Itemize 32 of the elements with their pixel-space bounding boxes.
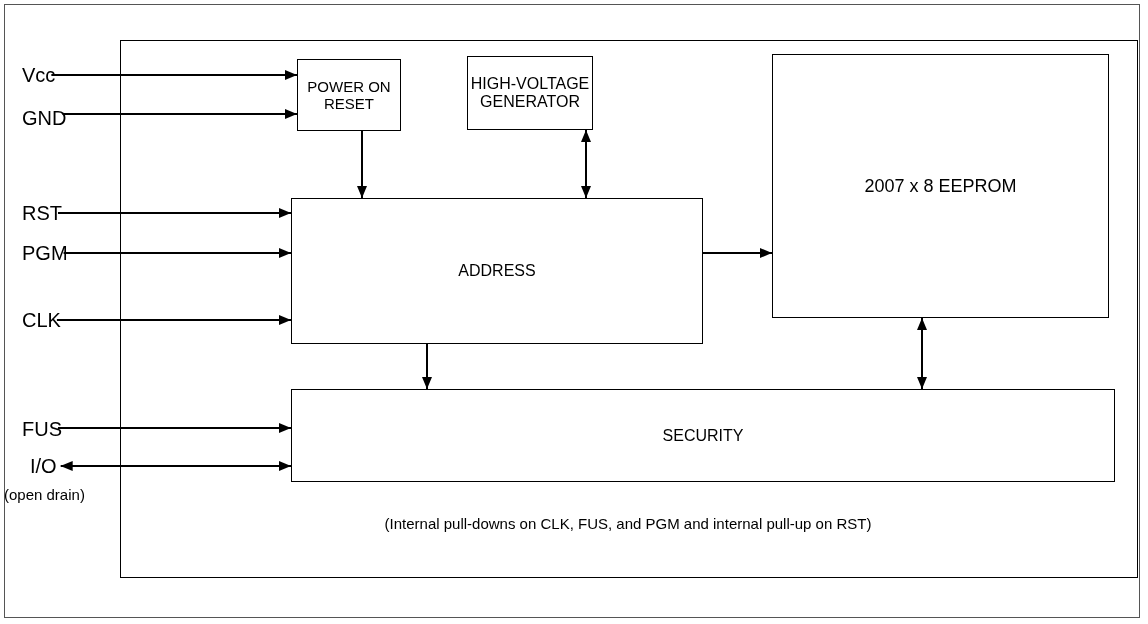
block-box <box>291 198 703 344</box>
arrow <box>581 129 591 199</box>
block-label: 2007 x 8 EEPROM <box>864 175 1017 197</box>
block-label: HIGH-VOLTAGE GENERATOR <box>469 75 591 111</box>
block-label: POWER ON RESET <box>306 78 392 112</box>
block-box <box>291 389 1115 482</box>
arrow <box>59 461 292 471</box>
arrow <box>57 423 292 433</box>
chip-outline <box>120 40 1138 578</box>
arrow <box>917 317 927 390</box>
pin-label: RST <box>22 202 62 224</box>
pin-label: PGM <box>22 242 68 264</box>
arrow <box>357 130 367 199</box>
block-box <box>772 54 1109 318</box>
note-text: (Internal pull-downs on CLK, FUS, and PGM and internal pull-up on RST) <box>384 515 872 532</box>
pin-note: (open drain) <box>4 486 85 503</box>
pin-label: FUS <box>22 418 62 440</box>
block-label: ADDRESS <box>458 262 536 280</box>
block-label: SECURITY <box>662 426 744 445</box>
arrow <box>50 70 298 80</box>
pin-label: I/O <box>30 455 57 477</box>
arrow <box>61 109 298 119</box>
arrow <box>55 315 292 325</box>
arrow <box>422 343 432 390</box>
arrow <box>57 208 292 218</box>
arrow <box>702 248 773 258</box>
pin-label: GND <box>22 107 67 129</box>
pin-label: CLK <box>22 309 61 331</box>
block-box <box>467 56 593 130</box>
pin-label: Vcc <box>22 64 56 86</box>
block-box <box>297 59 401 131</box>
arrow <box>62 248 292 258</box>
